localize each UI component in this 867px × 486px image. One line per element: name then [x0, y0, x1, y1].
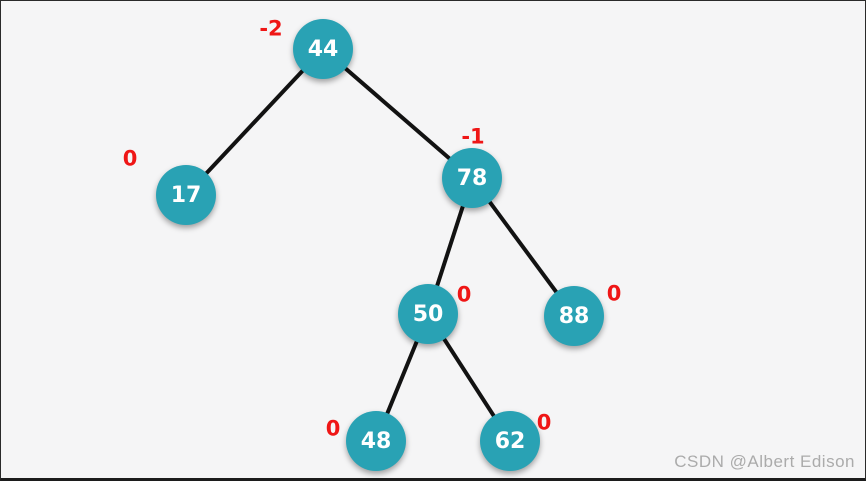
tree-edge-44-17	[184, 47, 325, 197]
tree-node-48: 48	[346, 411, 406, 471]
tree-node-17: 17	[156, 165, 216, 225]
balance-label-62: 0	[536, 410, 552, 435]
balance-label-48: 0	[325, 416, 341, 441]
tree-node-78: 78	[442, 148, 502, 208]
tree-node-88: 88	[544, 286, 604, 346]
balance-label-78: -1	[461, 124, 485, 149]
tree-node-44: 44	[293, 19, 353, 79]
tree-edge-44-78	[321, 47, 474, 180]
balance-label-50: 0	[456, 282, 472, 307]
tree-node-50: 50	[398, 284, 458, 344]
balance-label-17: 0	[122, 146, 138, 171]
tree-node-62: 62	[480, 411, 540, 471]
balance-label-44: -2	[259, 16, 283, 41]
watermark: CSDN @Albert Edison	[674, 452, 855, 471]
balance-label-88: 0	[606, 281, 622, 306]
